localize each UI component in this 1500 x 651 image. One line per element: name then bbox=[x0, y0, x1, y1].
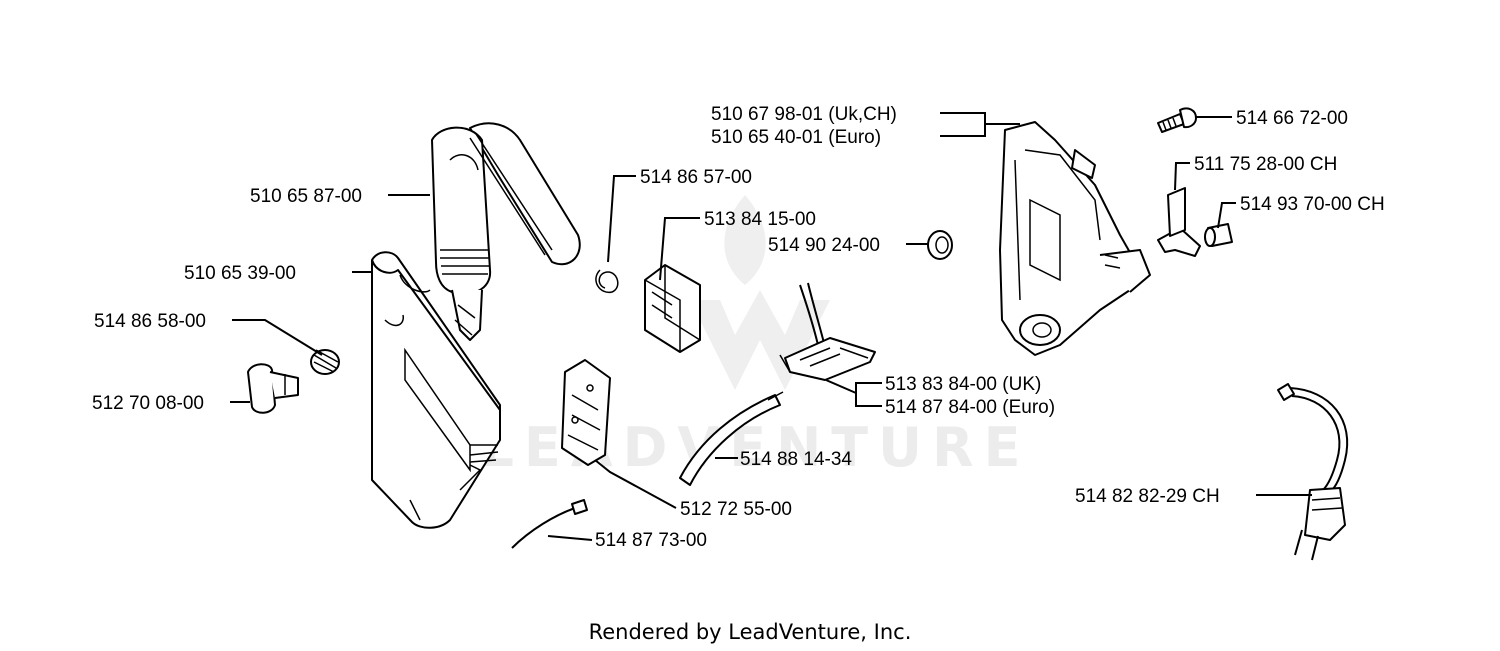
part-label: 514 90 24-00 bbox=[768, 235, 880, 256]
clip-part bbox=[1157, 187, 1201, 257]
part-label: 513 84 15-00 bbox=[704, 209, 816, 230]
leader-lines bbox=[230, 112, 1312, 541]
part-label: 514 87 73-00 bbox=[595, 530, 707, 551]
cable-part bbox=[679, 391, 784, 486]
part-label: 510 65 39-00 bbox=[184, 263, 296, 284]
button-part bbox=[247, 363, 299, 414]
part-label: 514 82 82-29 CH bbox=[1075, 486, 1220, 507]
part-label: 514 66 72-00 bbox=[1236, 108, 1348, 129]
power-cord-part bbox=[1277, 383, 1349, 561]
part-label: 513 83 84-00 (UK) bbox=[885, 374, 1041, 395]
part-label: 514 86 58-00 bbox=[94, 311, 206, 332]
pin-part bbox=[1204, 223, 1233, 247]
part-label: 510 67 98-01 (Uk,CH) bbox=[711, 104, 897, 125]
part-label: 514 88 14-34 bbox=[740, 449, 852, 470]
terminal-block-part bbox=[779, 282, 876, 381]
part-label: 511 75 28-00 CH bbox=[1194, 154, 1337, 175]
part-label: 510 65 40-01 (Euro) bbox=[711, 127, 881, 148]
wire-part bbox=[511, 499, 588, 549]
grommet-part bbox=[927, 230, 953, 260]
circuit-board-part bbox=[561, 359, 611, 466]
part-label: 512 72 55-00 bbox=[680, 499, 792, 520]
spring-part bbox=[595, 269, 619, 294]
footer-credit: Rendered by LeadVenture, Inc. bbox=[589, 620, 912, 644]
nut-part bbox=[310, 349, 340, 375]
screw-part bbox=[1157, 107, 1197, 133]
part-label: 514 93 70-00 CH bbox=[1240, 194, 1385, 215]
part-label: 510 65 87-00 bbox=[250, 186, 362, 207]
part-label: 514 87 84-00 (Euro) bbox=[885, 397, 1055, 418]
part-label: 512 70 08-00 bbox=[92, 393, 204, 414]
handle-part bbox=[431, 122, 581, 341]
motor-housing-part bbox=[999, 121, 1151, 356]
switch-block-part bbox=[644, 264, 701, 353]
part-label: 514 86 57-00 bbox=[640, 167, 752, 188]
housing-part bbox=[371, 251, 501, 529]
